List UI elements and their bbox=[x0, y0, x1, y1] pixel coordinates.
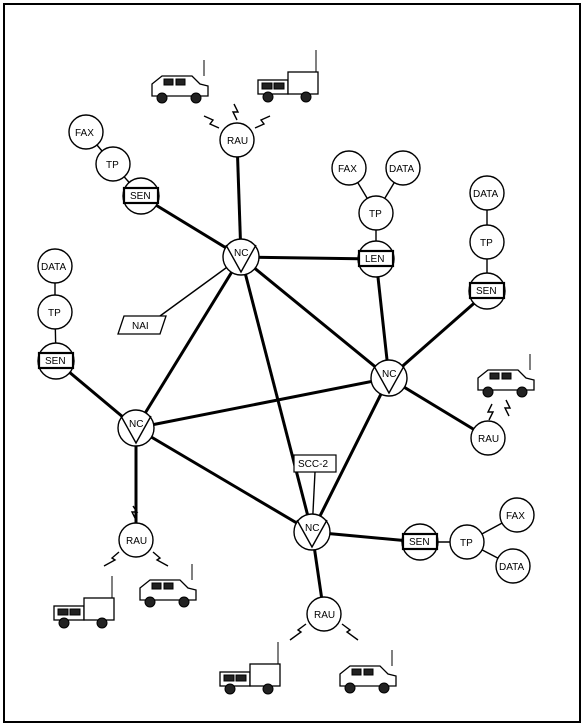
tp-node-center-label: TP bbox=[369, 209, 382, 220]
fax-node-bottom-label: FAX bbox=[506, 511, 525, 522]
humvee-vehicle-icon bbox=[151, 59, 209, 104]
nc-node-right-label: NC bbox=[382, 369, 396, 380]
fax-node-bottom: FAX bbox=[499, 497, 535, 533]
rau-node-left-label: RAU bbox=[126, 536, 147, 547]
fax-node-top-left: FAX bbox=[68, 114, 104, 150]
radio-link-icon bbox=[152, 551, 169, 567]
data-node-center-label: DATA bbox=[389, 164, 415, 175]
nc-node-bottom-label: NC bbox=[305, 523, 319, 534]
rau-node-top-label: RAU bbox=[227, 136, 248, 147]
truck-vehicle-icon bbox=[219, 641, 281, 695]
data-node-right: DATA bbox=[469, 175, 505, 211]
radio-link-icon bbox=[103, 551, 120, 567]
tp-node-bottom: TP bbox=[449, 524, 485, 560]
rau-node-bottom-label: RAU bbox=[314, 610, 335, 621]
nc-node-left: NC bbox=[117, 409, 155, 447]
nc-node-top-label: NC bbox=[234, 248, 248, 259]
sen-node-top-left: SEN bbox=[122, 177, 160, 215]
tp-node-top-left-label: TP bbox=[106, 160, 119, 171]
nc-node-left-label: NC bbox=[129, 419, 143, 430]
tp-node-right: TP bbox=[469, 224, 505, 260]
rau-node-right: RAU bbox=[470, 399, 512, 456]
sen-node-left: SEN bbox=[37, 342, 75, 380]
radio-link-icon bbox=[503, 399, 512, 417]
rau-node-top: RAU bbox=[203, 103, 271, 158]
data-node-left-label: DATA bbox=[41, 262, 67, 273]
sen-node-right: SEN bbox=[468, 272, 506, 310]
nc-node-bottom: NC bbox=[293, 513, 331, 551]
humvee-vehicle-icon bbox=[339, 649, 397, 694]
fax-node-center-label: FAX bbox=[338, 164, 357, 175]
radio-link-icon bbox=[289, 623, 307, 641]
scc-box: SCC-2 bbox=[293, 454, 337, 473]
truck-vehicle-icon bbox=[257, 49, 319, 103]
tp-node-right-label: TP bbox=[480, 238, 493, 249]
nai-element: NAI bbox=[117, 315, 167, 335]
data-node-bottom-label: DATA bbox=[499, 562, 525, 573]
truck-vehicle-icon bbox=[53, 575, 115, 629]
humvee-vehicle-icon bbox=[139, 563, 197, 608]
data-node-left: DATA bbox=[37, 248, 73, 284]
data-node-center: DATA bbox=[385, 150, 421, 186]
sen-node-left-label: SEN bbox=[45, 356, 66, 367]
sen-node-bottom-label: SEN bbox=[409, 537, 430, 548]
fax-node-center: FAX bbox=[331, 150, 367, 186]
radio-link-icon bbox=[130, 505, 139, 521]
rau-node-right-label: RAU bbox=[478, 434, 499, 445]
radio-link-icon bbox=[231, 103, 240, 121]
tp-node-bottom-label: TP bbox=[460, 538, 473, 549]
scc-label: SCC-2 bbox=[298, 459, 328, 470]
radio-link-icon bbox=[486, 403, 495, 421]
sen-node-bottom: SEN bbox=[401, 523, 439, 561]
diagram-frame bbox=[3, 3, 581, 723]
len-node: LEN bbox=[357, 240, 395, 278]
nai-label: NAI bbox=[132, 321, 149, 332]
humvee-vehicle-icon bbox=[477, 353, 535, 398]
fax-node-top-left-label: FAX bbox=[75, 128, 94, 139]
tp-node-left-label: TP bbox=[48, 308, 61, 319]
sen-node-right-label: SEN bbox=[476, 286, 497, 297]
tp-node-top-left: TP bbox=[95, 146, 131, 182]
data-node-bottom: DATA bbox=[495, 548, 531, 584]
data-node-right-label: DATA bbox=[473, 189, 499, 200]
rau-node-bottom: RAU bbox=[289, 596, 359, 641]
radio-link-icon bbox=[254, 115, 271, 129]
nc-node-right: NC bbox=[370, 359, 408, 397]
tp-node-left: TP bbox=[37, 294, 73, 330]
rau-node-left: RAU bbox=[103, 505, 169, 567]
nc-node-top: NC bbox=[222, 238, 260, 276]
radio-link-icon bbox=[341, 623, 359, 641]
radio-link-icon bbox=[203, 115, 220, 129]
tp-node-center: TP bbox=[358, 195, 394, 231]
sen-node-top-left-label: SEN bbox=[130, 191, 151, 202]
len-node-label: LEN bbox=[365, 254, 384, 265]
